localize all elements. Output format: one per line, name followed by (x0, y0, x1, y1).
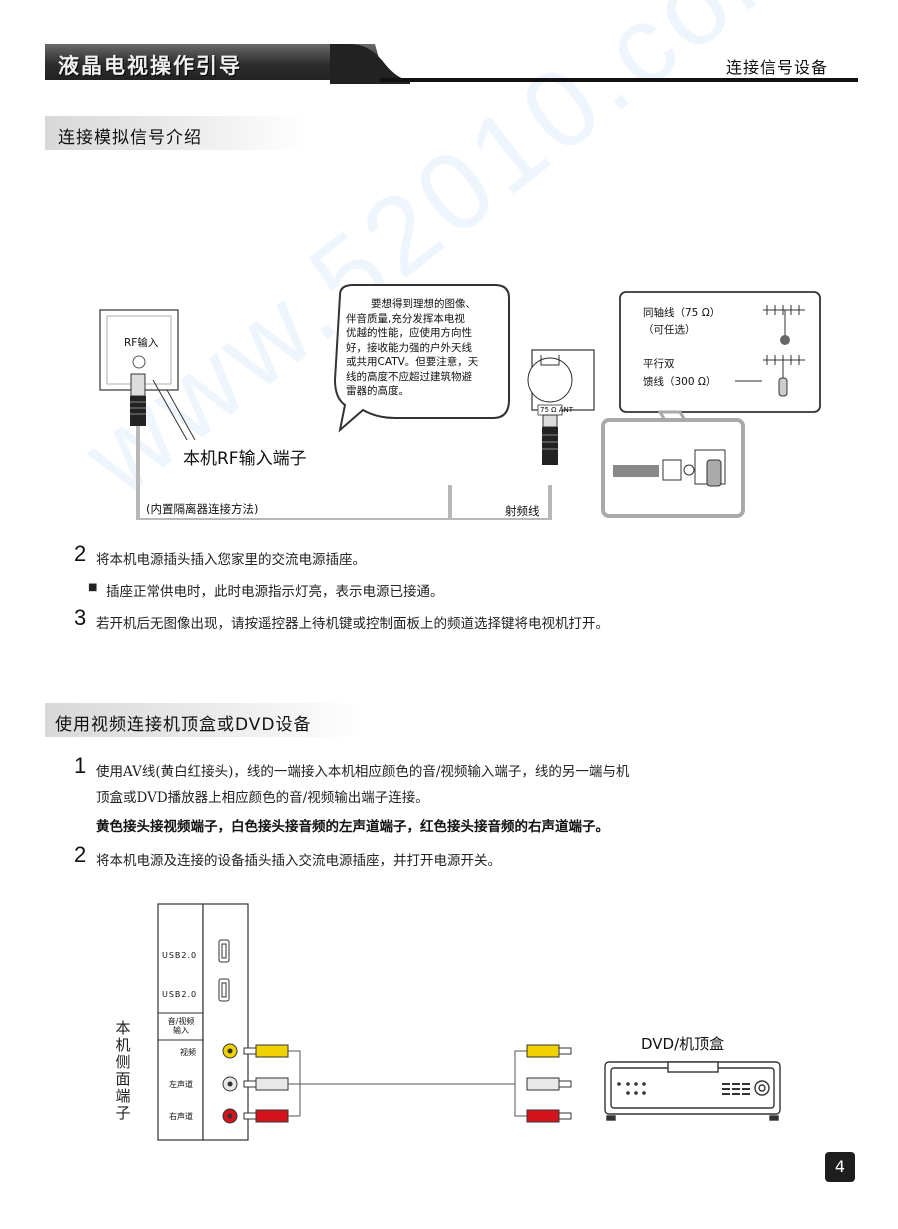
dvd-player (604, 1061, 781, 1121)
rf-cable (136, 426, 452, 520)
header-rule (380, 78, 858, 82)
advice-bubble (333, 284, 510, 433)
step-number: 2 (74, 541, 87, 566)
rf-diagram (99, 284, 821, 520)
bubble-text: 要想得到理想的图像、 伴音质量,充分发挥本电视 优越的性能，应使用方向性 好，接… (346, 298, 479, 397)
wall-outlet-panel (601, 418, 745, 518)
page-number: 4 (825, 1152, 855, 1182)
step-number: 2 (74, 842, 87, 867)
rf-terminal-label: 本机RF输入端子 (183, 449, 307, 469)
step-text: 将本机电源及连接的设备插头插入交流电源插座，并打开电源开关。 (96, 853, 501, 869)
side-terminal-label: 本 机 侧 面 端 子 (115, 1019, 131, 1122)
section2-band (45, 703, 365, 737)
step-text-line2: 顶盒或DVD播放器上相应颜色的音/视频输出端子连接。 (96, 790, 429, 806)
header-bar (45, 44, 385, 80)
video-label: 视频 (180, 1048, 196, 1057)
left-channel-label: 左声道 (169, 1080, 193, 1089)
usb-label-1: USB2.0 (162, 951, 198, 960)
coax-label: 同轴线（75 Ω） (643, 307, 721, 319)
right-channel-label: 右声道 (169, 1112, 193, 1121)
bullet-marker: ■ (88, 582, 98, 593)
step-text-line1: 使用AV线(黄白红接头)，线的一端接入本机相应颜色的音/视频输入端子，线的另一端… (96, 764, 630, 780)
step-text: 将本机电源插头插入您家里的交流电源插座。 (96, 552, 366, 568)
ant-label: 75 Ω ANT (540, 406, 574, 414)
bullet-text: 插座正常供电时，此时电源指示灯亮，表示电源已接通。 (106, 584, 444, 600)
dvd-label: DVD/机顶盒 (641, 1035, 725, 1053)
step-number: 1 (74, 753, 87, 778)
isolator-label: (内置隔离器连接方法) (146, 502, 259, 516)
header-swoosh (330, 44, 410, 84)
section1-band (45, 116, 305, 150)
step-bold-note: 黄色接头接视频端子，白色接头接音频的左声道端子，红色接头接音频的右声道端子。 (96, 819, 609, 835)
section2-title: 使用视频连接机顶盒或DVD设备 (55, 715, 312, 735)
header-section-label: 连接信号设备 (726, 58, 829, 77)
av-diagram (157, 903, 781, 1141)
parallel-label-1: 平行双 (643, 358, 675, 370)
rf-box-label: RF输入 (124, 337, 159, 349)
step-number: 3 (74, 605, 87, 630)
step-text: 若开机后无图像出现，请按遥控器上待机键或控制面板上的频道选择键将电视机打开。 (96, 616, 609, 632)
antenna-panel (619, 291, 821, 413)
cable-label: 射频线 (505, 504, 540, 518)
av-input-header: 音/视频 输入 (167, 1017, 195, 1035)
header-title: 液晶电视操作引导 (58, 53, 242, 78)
coax-optional: （可任选） (643, 324, 696, 336)
usb-label-2: USB2.0 (162, 990, 198, 999)
parallel-label-2: 馈线（300 Ω） (643, 376, 717, 388)
section1-title: 连接模拟信号介绍 (58, 128, 202, 148)
